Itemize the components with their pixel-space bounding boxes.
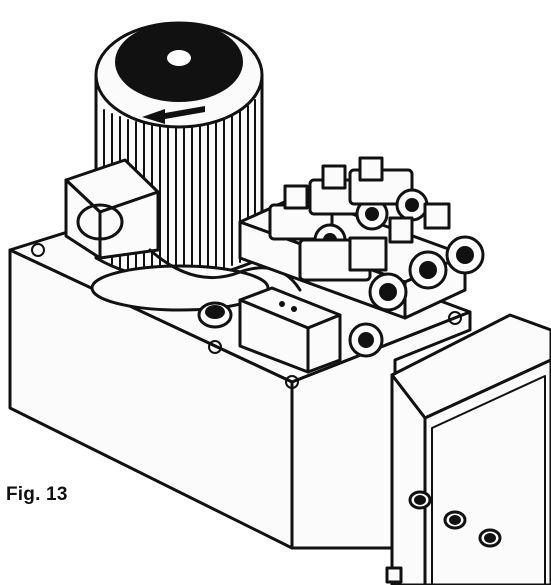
figure-caption: Fig. 13 — [6, 484, 68, 505]
solenoid-valve — [298, 236, 408, 312]
control-box-front — [390, 373, 427, 585]
solenoid-valve — [388, 216, 448, 290]
tank-side-face — [290, 310, 472, 550]
motor-shaft-hole — [167, 50, 191, 66]
control-box-door-frame — [431, 375, 546, 585]
rotation-arrow-icon — [142, 106, 205, 124]
terminal-box — [64, 158, 302, 292]
push-button-icon — [408, 490, 432, 510]
push-button-icon — [478, 528, 502, 548]
cable-gland-icon — [76, 203, 124, 241]
solenoid-valve — [423, 202, 485, 275]
filter-side — [306, 313, 342, 374]
push-button-icon — [443, 510, 467, 530]
control-box — [385, 313, 551, 585]
valve-manifold — [238, 156, 485, 320]
door-latch-icon — [385, 566, 403, 584]
pressure-filter — [238, 286, 384, 374]
filler-cap — [197, 301, 233, 329]
